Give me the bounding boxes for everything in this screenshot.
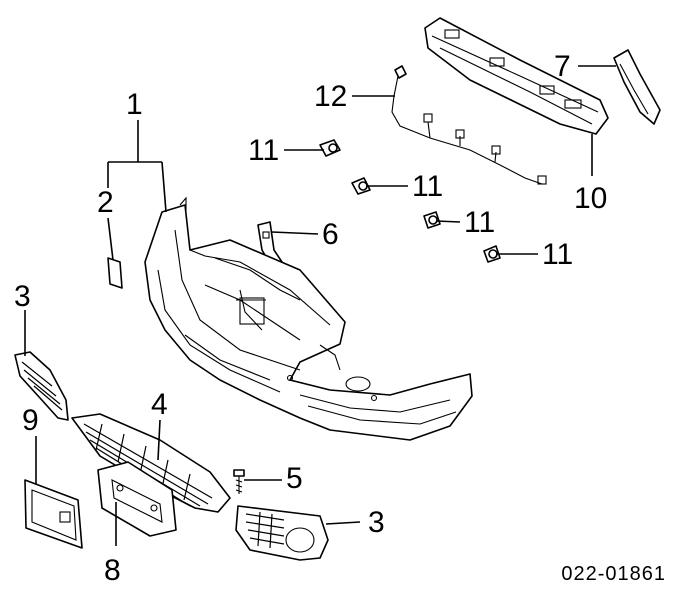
- callout-4: 4: [151, 388, 168, 421]
- callout-11-a: 11: [248, 134, 279, 167]
- parking-sensor-part-11-c: [423, 211, 441, 229]
- callout-7: 7: [554, 50, 571, 83]
- callout-12: 12: [314, 80, 347, 113]
- insert-part-2: [107, 257, 123, 289]
- parking-sensor-part-11-a: [319, 139, 341, 157]
- upper-carrier-part-10: [424, 17, 609, 135]
- callout-8: 8: [104, 554, 121, 587]
- callout-3-left: 3: [14, 280, 31, 313]
- side-bracket-part-7: [613, 49, 661, 125]
- center-grille-part-4: [71, 413, 231, 513]
- bumper-cover-part-1: [144, 196, 473, 441]
- callout-11-d: 11: [542, 238, 573, 271]
- callout-9: 9: [22, 404, 39, 437]
- leader-lines: [24, 65, 616, 546]
- fog-grille-right-part-3: [235, 505, 329, 561]
- callout-2: 2: [97, 186, 114, 219]
- parking-sensor-part-11-b: [351, 177, 371, 195]
- callout-11-c: 11: [464, 206, 495, 239]
- fog-grille-left-part-3: [14, 351, 69, 421]
- plate-bracket-part-9: [24, 479, 83, 549]
- callout-5: 5: [286, 462, 303, 495]
- callout-11-b: 11: [412, 170, 443, 203]
- screw-part-5: [233, 469, 245, 494]
- callout-1: 1: [126, 88, 143, 121]
- document-number: 022-01861: [561, 563, 666, 585]
- parking-sensor-part-11-d: [483, 245, 501, 263]
- plate-holder-part-8: [97, 461, 177, 537]
- callout-3-right: 3: [368, 506, 385, 539]
- callout-10: 10: [574, 182, 607, 215]
- callout-6: 6: [322, 218, 339, 251]
- wiring-harness-part-12: [391, 65, 547, 185]
